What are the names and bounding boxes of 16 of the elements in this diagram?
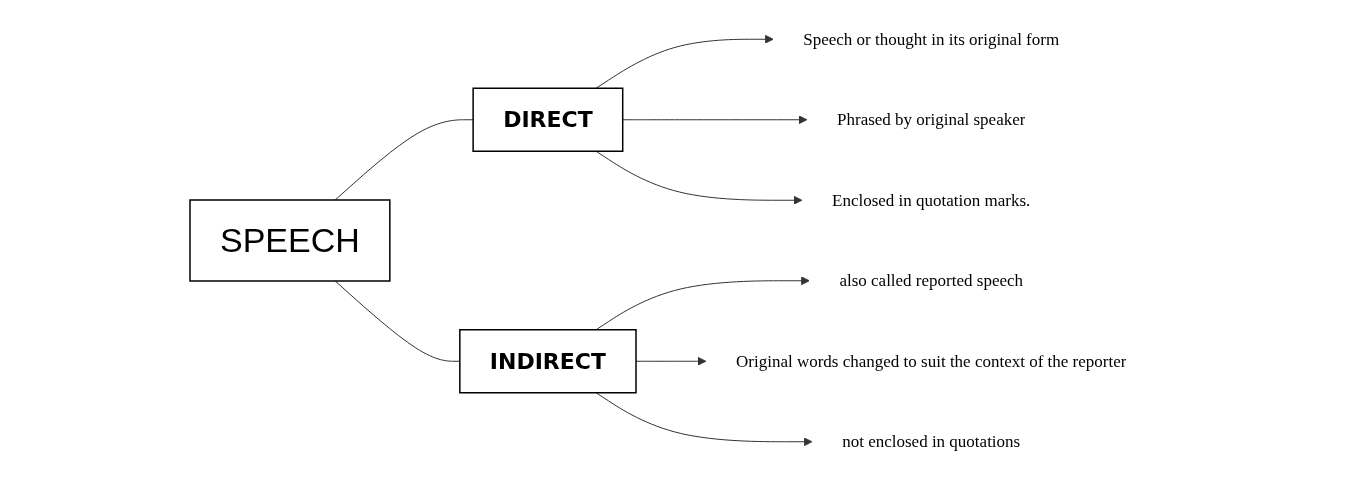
- node-box: INDIRECT: [459, 329, 638, 394]
- arrow: [595, 150, 803, 205]
- node-box: DIRECT: [472, 87, 624, 152]
- node-text: Speech or thought in its original form: [803, 29, 1060, 49]
- arrow: [595, 34, 774, 89]
- arrow: [622, 115, 808, 125]
- connector: [334, 280, 461, 362]
- node-text: Phrased by original speaker: [837, 110, 1026, 129]
- node-text: Enclosed in quotation marks.: [832, 190, 1031, 210]
- node-box: SPEECH: [189, 199, 391, 282]
- arrow: [595, 276, 811, 331]
- arrow: [595, 392, 813, 447]
- connector: [334, 119, 474, 201]
- node-text: Original words changed to suit the context of the reporter: [736, 351, 1127, 371]
- node-text: not enclosed in quotations: [842, 432, 1021, 451]
- node-text: also called reported speech: [839, 271, 1024, 290]
